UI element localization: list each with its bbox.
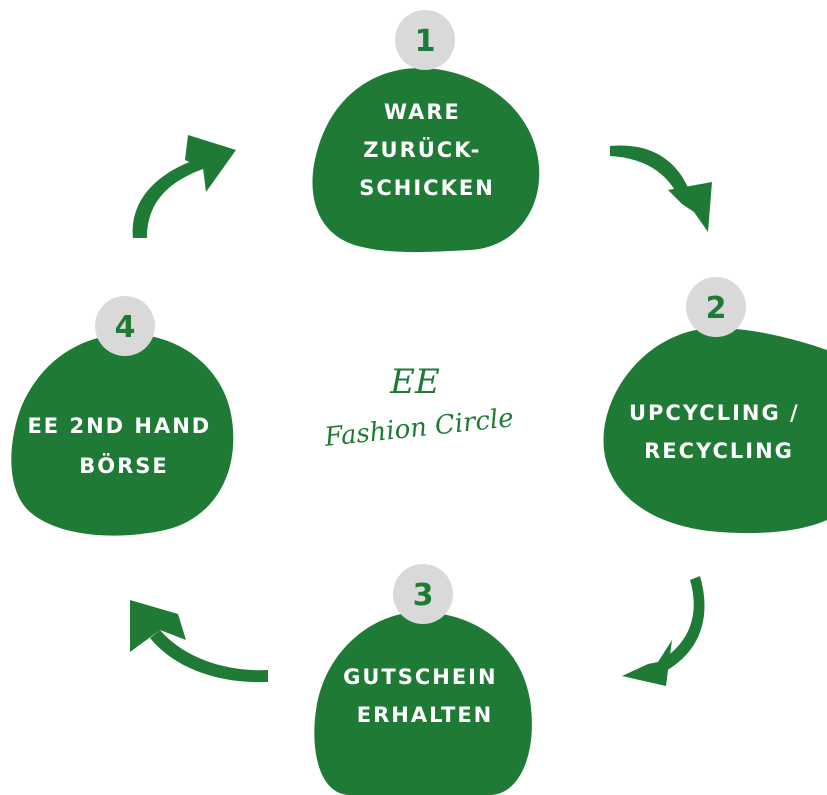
center-logo: EE Fashion Circle: [322, 362, 515, 453]
step-3-number-badge: [393, 564, 453, 624]
step-4-label: EE 2ND HAND BÖRSE: [27, 414, 220, 478]
step-1-label-line-1: WARE: [384, 100, 461, 124]
step-1: 1 WARE ZURÜCK- SCHICKEN: [312, 10, 540, 253]
step-4-label-line-1: EE 2ND HAND: [27, 414, 211, 438]
step-3-label-line-1: GUTSCHEIN: [343, 665, 497, 689]
step-4-label-line-2: BÖRSE: [79, 453, 169, 478]
step-2-number: 2: [706, 291, 727, 326]
step-1-number: 1: [415, 24, 436, 59]
arrow-step2-to-step3: [622, 576, 705, 686]
step-3-number: 3: [413, 578, 434, 613]
step-3: 3 GUTSCHEIN ERHALTEN: [314, 564, 532, 795]
arrow-step1-to-step2: [610, 145, 712, 232]
step-1-label-line-2: ZURÜCK-: [363, 137, 481, 162]
step-2-blob: [603, 328, 827, 534]
step-4: 4 EE 2ND HAND BÖRSE: [11, 296, 234, 536]
step-1-number-badge: [395, 10, 455, 70]
step-4-blob: [11, 334, 234, 536]
step-1-label: WARE ZURÜCK- SCHICKEN: [359, 100, 495, 200]
logo-initials: EE: [389, 362, 440, 402]
step-2-number-badge: [686, 277, 746, 337]
logo-tagline: Fashion Circle: [322, 403, 515, 453]
step-2: 2 UPCYCLING / RECYCLING: [603, 277, 827, 534]
arrow-step3-to-step4: [130, 600, 268, 683]
step-2-label-line-2: RECYCLING: [644, 439, 794, 463]
step-2-label-line-1: UPCYCLING /: [629, 401, 800, 425]
step-3-label: GUTSCHEIN ERHALTEN: [343, 665, 507, 727]
step-1-label-line-3: SCHICKEN: [359, 176, 495, 200]
step-3-label-line-2: ERHALTEN: [357, 703, 494, 727]
arrow-step4-to-step1: [132, 135, 236, 238]
step-1-blob: [312, 68, 540, 253]
step-2-label: UPCYCLING / RECYCLING: [629, 401, 809, 463]
step-3-blob: [314, 612, 532, 795]
step-4-number-badge: [95, 296, 155, 356]
step-4-number: 4: [115, 310, 136, 345]
